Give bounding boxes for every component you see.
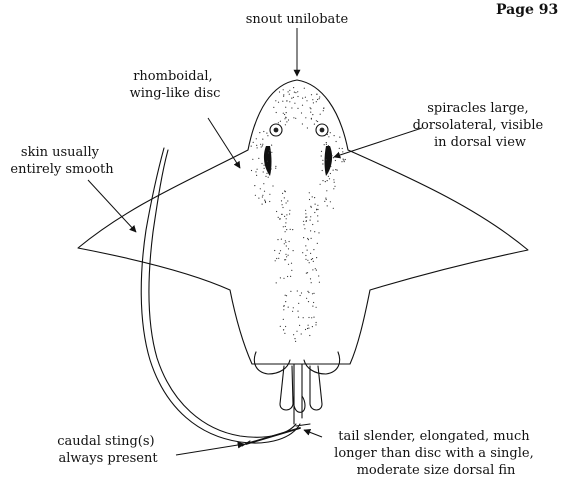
eye-right xyxy=(316,124,328,136)
leader-tail xyxy=(304,430,322,437)
body-stippling xyxy=(251,87,346,342)
label-snout: snout unilobate xyxy=(246,12,349,27)
leader-sting xyxy=(176,444,244,455)
label-spiracles: spiracles large, dorsolateral, visible i… xyxy=(413,101,548,150)
label-tail: tail slender, elongated, much longer tha… xyxy=(334,429,538,478)
pelvic-fin-right xyxy=(304,352,340,374)
tail-base xyxy=(294,364,302,424)
eye-left xyxy=(270,124,282,136)
leader-skin xyxy=(88,180,136,232)
label-skin: skin usually entirely smooth xyxy=(10,145,114,177)
leader-spiracles xyxy=(334,128,422,157)
clasper-left xyxy=(280,366,293,410)
pelvic-fin-left xyxy=(254,352,290,374)
dorsal-fin xyxy=(293,396,305,412)
spiracle-right xyxy=(325,146,333,176)
label-sting: caudal sting(s) always present xyxy=(57,434,158,466)
label-disc: rhomboidal, wing-like disc xyxy=(130,69,221,101)
leader-disc xyxy=(208,118,240,168)
tail-whip-inner xyxy=(149,150,296,437)
page-label: Page 93 xyxy=(496,2,558,18)
